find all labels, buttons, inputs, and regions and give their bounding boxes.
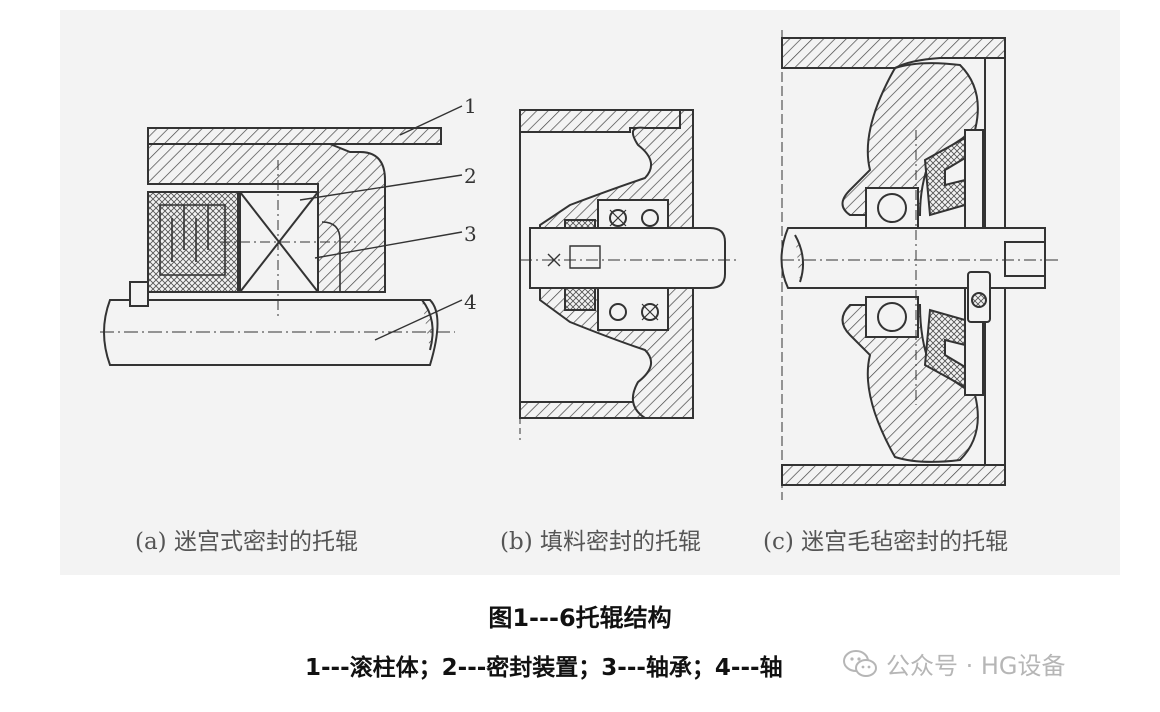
b-shaft — [529, 227, 726, 289]
callout-4: 4 — [464, 290, 477, 314]
idler-structure-diagram — [100, 30, 1060, 500]
a-roller-tube — [147, 127, 442, 145]
callout-2: 2 — [464, 164, 477, 188]
caption-a: (a) 迷宫式密封的托辊 — [135, 529, 358, 555]
callout-1: 1 — [464, 94, 477, 118]
c-roller-tube-top — [781, 37, 1006, 69]
figure-title: 图1---6托辊结构 — [488, 604, 672, 632]
c-roller-tube-bottom — [781, 464, 1006, 486]
caption-c: (c) 迷宫毛毡密封的托辊 — [763, 529, 1009, 555]
c-bearing — [865, 187, 919, 338]
watermark: 公众号 · HG设备 — [842, 646, 1066, 681]
diagram-b-packing-seal — [519, 109, 740, 440]
callout-3: 3 — [464, 222, 477, 246]
watermark-text: 公众号 · HG设备 — [886, 652, 1066, 680]
c-bearing-hub — [841, 62, 979, 216]
caption-b: (b) 填料密封的托辊 — [500, 529, 701, 555]
figure-legend: 1---滚柱体；2---密封装置；3---轴承；4---轴 — [305, 655, 783, 681]
wechat-icon — [843, 649, 877, 677]
diagram-panel: 1 2 3 4 (a) 迷宫式密封的托辊 (b) 填料密封的托辊 (c) 迷宫毛… — [60, 10, 1120, 575]
diagram-a-labyrinth-seal — [100, 105, 463, 366]
diagram-c-labyrinth-felt-seal — [780, 30, 1060, 500]
